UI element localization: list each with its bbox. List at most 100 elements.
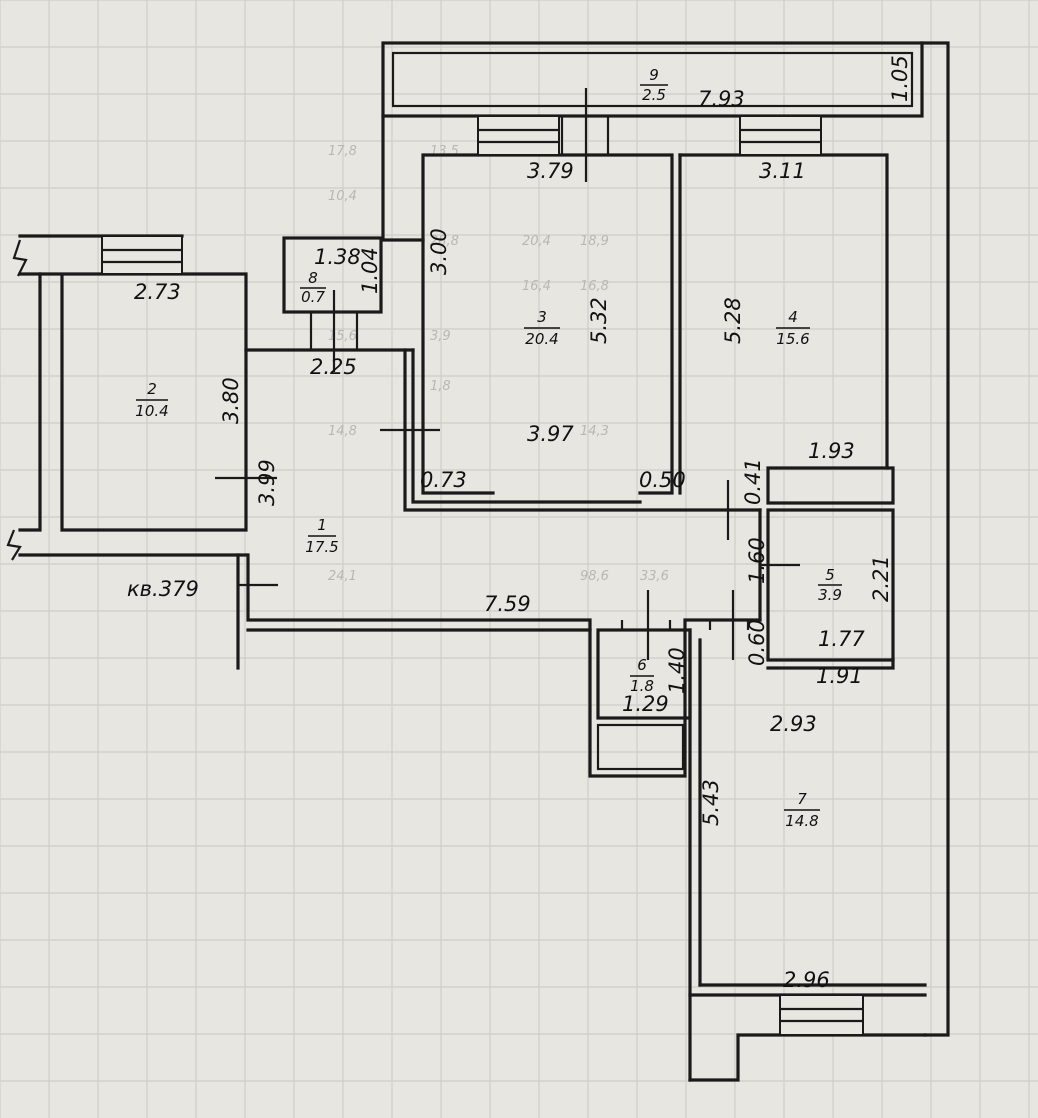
room-9-label: 9 2.5 <box>640 66 668 104</box>
break-mark <box>12 239 28 277</box>
room7-width-bottom-dim: 2.96 <box>783 968 830 992</box>
ghost-text: 24,1 <box>328 569 357 584</box>
room3-width-bottom-dim: 3.97 <box>527 422 574 446</box>
room-2-label: 2 10.4 <box>135 380 168 420</box>
windows <box>101 115 864 1036</box>
ghost-text: 3,9 <box>430 329 451 344</box>
ghost-text: 18,9 <box>580 234 609 249</box>
hall-height-dim: 3.99 <box>255 459 279 506</box>
room-number: 2 <box>147 380 157 398</box>
room-number: 6 <box>637 656 647 674</box>
room7-width-top-dim: 1.91 <box>816 664 863 688</box>
room-area: 0.7 <box>301 288 325 306</box>
balcony-length-dim: 7.93 <box>698 87 745 111</box>
room-area: 20.4 <box>525 330 558 348</box>
ghost-text: 15,6 <box>328 329 357 344</box>
hall-length-dim: 7.59 <box>484 592 531 616</box>
room5-gap-dim: 0.41 <box>741 458 765 505</box>
room7-outer-bottom <box>688 1033 927 1082</box>
ghost-text: 1,8 <box>430 379 451 394</box>
room5-door-dim: 1.60 <box>745 537 769 584</box>
hall-width-top-dim: 2.25 <box>310 355 357 379</box>
window-room4 <box>739 115 822 156</box>
window-room3 <box>477 115 560 156</box>
room8-width-dim: 1.38 <box>314 245 361 269</box>
room-number: 5 <box>825 566 835 584</box>
corridor-wall-top <box>403 348 762 512</box>
room-4-label: 4 15.6 <box>776 308 810 348</box>
window-room2 <box>101 235 183 275</box>
room5-height-dim: 2.21 <box>869 555 893 602</box>
door-marks <box>215 88 800 660</box>
window-room7 <box>779 994 864 1036</box>
room7-height-dim: 5.43 <box>699 779 723 826</box>
room3-width-top-dim: 3.79 <box>527 159 574 183</box>
room2-width-dim: 2.73 <box>134 280 181 304</box>
right-outer-wall <box>920 41 950 1037</box>
room-area: 2.5 <box>642 86 666 104</box>
room-6-label: 6 1.8 <box>630 656 654 695</box>
room2-height-dim: 3.80 <box>219 377 243 424</box>
dimension-labels: 7.93 1.05 3.79 3.00 5.32 3.97 0.73 0.50 … <box>127 55 912 992</box>
room-number: 3 <box>537 308 547 326</box>
ghost-text: 16,4 <box>522 279 551 294</box>
ghost-text: 28,8 <box>430 234 459 249</box>
room-number: 1 <box>317 516 327 534</box>
balcony-inner-wall <box>391 51 914 108</box>
room8-height-dim: 1.04 <box>358 247 382 294</box>
room5-niche <box>766 466 895 505</box>
corridor-wall-top-inner <box>411 348 642 504</box>
room2-outer-wall <box>18 272 248 557</box>
room6-shaft <box>596 723 685 771</box>
room-area: 15.6 <box>776 330 809 348</box>
room5-width-bottom-dim: 1.77 <box>818 627 865 651</box>
room-5-label: 5 3.9 <box>818 566 842 604</box>
room6-height-dim: 1.40 <box>665 647 689 694</box>
room-area: 10.4 <box>135 402 168 420</box>
room3-niche-left-dim: 0.73 <box>420 468 467 492</box>
room-1-label: 1 17.5 <box>305 516 338 556</box>
room-7-label: 7 14.8 <box>784 790 820 830</box>
ghost-text: 13,5 <box>430 144 459 159</box>
apartment-label: кв.379 <box>127 577 199 601</box>
room3-height-dim: 5.32 <box>587 297 611 344</box>
room-area: 3.9 <box>818 586 842 604</box>
background-ghost-text: 17,8 13,5 10,4 28,8 20,4 18,9 16,4 16,8 … <box>328 144 669 584</box>
hall-bottom-wall <box>246 553 762 778</box>
room-labels: 1 17.5 2 10.4 3 20.4 4 15.6 5 3.9 6 1.8 <box>135 66 842 830</box>
ghost-text: 98,6 <box>580 569 609 584</box>
room3-wall-left-dim: 3.00 <box>427 228 451 275</box>
room7-door-dim: 0.60 <box>745 619 769 666</box>
room-number: 9 <box>649 66 659 84</box>
room-area: 1.8 <box>630 677 654 695</box>
balcony-depth-dim: 1.05 <box>888 55 912 102</box>
room5-width-top-dim: 1.93 <box>808 439 855 463</box>
room-8-label: 8 0.7 <box>300 269 326 306</box>
room4-width-dim: 3.11 <box>759 159 806 183</box>
walls <box>6 41 950 1082</box>
room7-width-mid-dim: 2.93 <box>770 712 817 736</box>
room-3-label: 3 20.4 <box>524 308 560 348</box>
room3-entry-wall <box>381 114 425 242</box>
room4-height-dim: 5.28 <box>721 297 745 344</box>
room-number: 8 <box>308 269 318 287</box>
ghost-text: 14,3 <box>580 424 609 439</box>
room3-niche-right-dim: 0.50 <box>639 468 686 492</box>
room8-wall <box>282 236 383 314</box>
room7-top-wall <box>766 658 895 670</box>
ghost-text: 14,8 <box>328 424 357 439</box>
room-area: 17.5 <box>305 538 338 556</box>
balcony-outer-wall <box>381 41 924 118</box>
ghost-text: 10,4 <box>328 189 357 204</box>
room2-wall <box>18 272 248 532</box>
ghost-text: 17,8 <box>328 144 357 159</box>
ghost-text: 33,6 <box>640 569 669 584</box>
ghost-text: 20,4 <box>522 234 551 249</box>
ghost-text: 16,8 <box>580 279 609 294</box>
room-area: 14.8 <box>785 812 818 830</box>
room6-width-dim: 1.29 <box>622 692 669 716</box>
room-number: 4 <box>788 308 798 326</box>
